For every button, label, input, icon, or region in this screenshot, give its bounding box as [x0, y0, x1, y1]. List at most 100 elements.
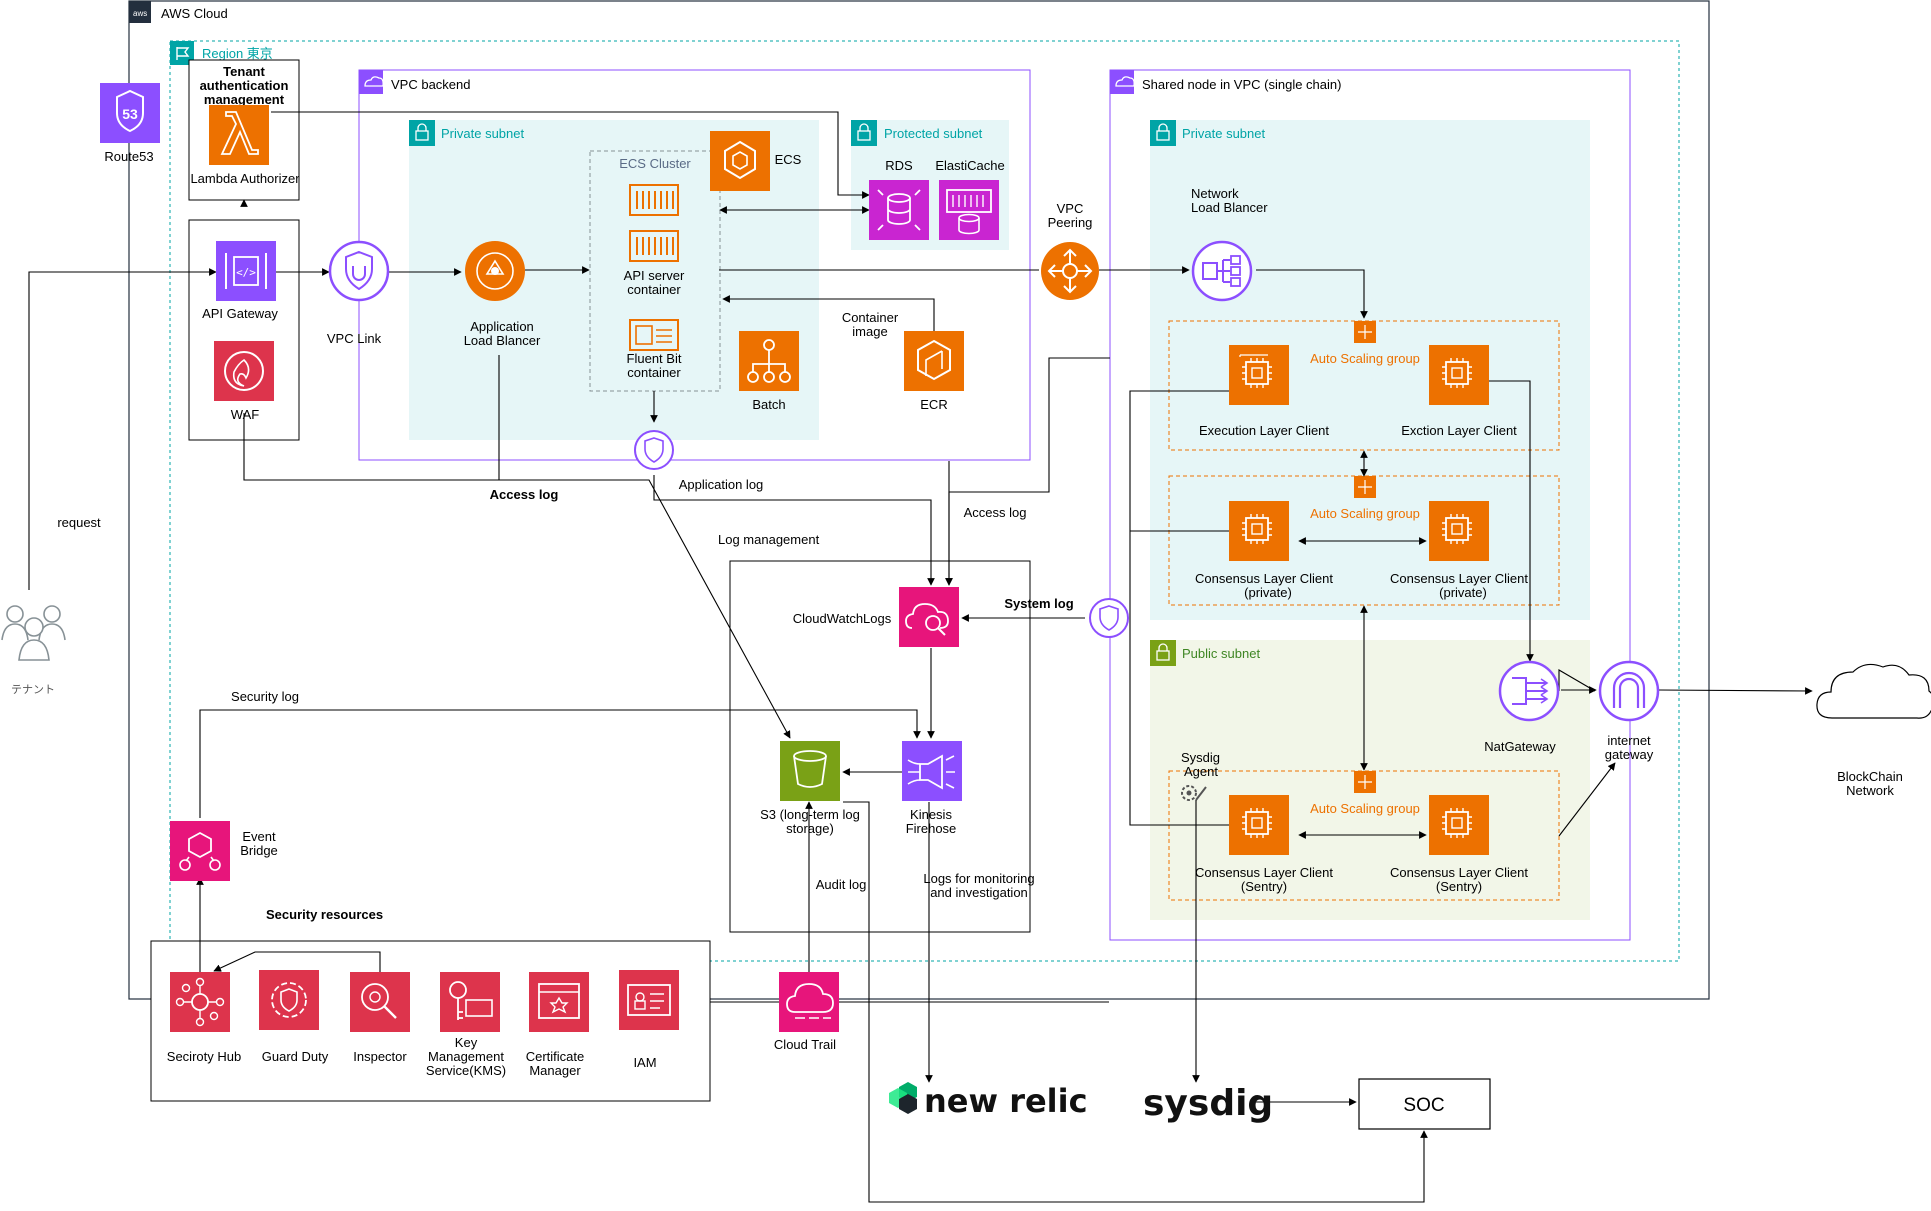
iam-icon — [619, 970, 679, 1030]
svg-text:53: 53 — [122, 106, 138, 122]
ecs-icon — [710, 131, 770, 191]
ecs-cluster-group: ECS Cluster — [589, 150, 721, 392]
edge-s3-soc — [843, 801, 1428, 1203]
ec2-instance-icon — [1229, 795, 1289, 855]
system-log-label: System log — [1004, 596, 1073, 611]
request-label: request — [57, 515, 101, 530]
nat-gateway-icon — [1498, 660, 1560, 722]
ec2-instance-icon — [1229, 345, 1289, 405]
asg-3: Auto Scaling group — [1168, 770, 1560, 901]
security-hub-icon — [170, 972, 230, 1032]
kms-key-icon — [440, 972, 500, 1032]
nlb-line1: Network — [1191, 186, 1239, 201]
iam-label: IAM — [633, 1055, 656, 1070]
internet-gateway-line2: gateway — [1605, 747, 1654, 762]
vpc-link-label: VPC Link — [327, 331, 382, 346]
api-gateway-icon: </> — [216, 241, 276, 301]
security-hub-label: Seciroty Hub — [167, 1049, 241, 1064]
cloudwatch-logs-label: CloudWatchLogs — [793, 611, 892, 626]
lambda-icon — [209, 105, 269, 165]
soc-box: SOC — [1358, 1078, 1491, 1130]
svg-text:</>: </> — [236, 266, 256, 279]
soc-label: SOC — [1403, 1095, 1444, 1116]
nat-gateway-label: NatGateway — [1484, 739, 1556, 754]
ec2-instance-icon — [1429, 501, 1489, 561]
kms-line3: Service(KMS) — [426, 1063, 506, 1078]
ec2-instance-icon — [1429, 795, 1489, 855]
inspector-icon — [350, 972, 410, 1032]
logs-monitoring-line1: Logs for monitoring — [923, 871, 1034, 886]
public-subnet-label: Public subnet — [1182, 646, 1260, 661]
consensus-private-1-line1: Consensus Layer Client — [1195, 571, 1333, 586]
kinesis-firehose-line1: Kinesis — [910, 807, 952, 822]
blockchain-line1: BlockChain — [1837, 769, 1903, 784]
rds-icon — [869, 180, 929, 240]
edge-natgw-in — [1558, 669, 1596, 692]
sysdig-logo: sysdig — [1143, 1083, 1273, 1124]
container-image-line1: Container — [842, 310, 899, 325]
ec2-instance-icon — [1229, 501, 1289, 561]
edge-lambda-rds — [271, 111, 870, 199]
fluent-bit-icon — [629, 319, 679, 351]
security-log-label: Security log — [231, 689, 299, 704]
nlb-line2: Load Blancer — [1191, 200, 1268, 215]
cloud-icon — [1816, 663, 1931, 719]
shared-vpc-label: Shared node in VPC (single chain) — [1142, 77, 1341, 92]
fluent-bit-line2: container — [627, 365, 681, 380]
elasticache-label: ElastiCache — [935, 158, 1004, 173]
vpc-peering-line2: Peering — [1048, 215, 1093, 230]
security-resources-label: Security resources — [266, 907, 383, 922]
edge-application-log — [653, 475, 935, 586]
new-relic-logo: new relic — [889, 1082, 1088, 1120]
api-server-line2: container — [627, 282, 681, 297]
ecr-icon — [904, 331, 964, 391]
certificate-manager-line1: Certificate — [526, 1049, 585, 1064]
event-bridge-icon — [170, 821, 230, 881]
consensus-sentry-2-line2: (Sentry) — [1436, 879, 1482, 894]
waf-icon — [214, 341, 274, 401]
elasticache-icon — [939, 180, 999, 240]
internet-gateway-icon — [1598, 660, 1660, 722]
cloudwatch-logs-icon — [899, 587, 959, 647]
vpc-backend-label: VPC backend — [391, 77, 471, 92]
vpc-peering-icon — [1041, 242, 1099, 300]
lambda-authorizer-label: Lambda Authorizer — [190, 171, 300, 186]
event-bridge-line1: Event — [242, 829, 276, 844]
certificate-manager-icon — [529, 972, 589, 1032]
connectors — [28, 111, 1813, 1203]
consensus-sentry-1-line2: (Sentry) — [1241, 879, 1287, 894]
blockchain-line2: Network — [1846, 783, 1894, 798]
svg-text:aws: aws — [133, 9, 147, 18]
ecs-label: ECS — [775, 152, 802, 167]
private-subnet-backend-label: Private subnet — [441, 126, 524, 141]
asg-2: Auto Scaling group — [1168, 475, 1560, 606]
edge-exec-bus — [1129, 390, 1229, 826]
edge-shared-access-log — [945, 357, 1110, 586]
security-resources-group: Security resources — [150, 907, 711, 1102]
kinesis-firehose-line2: Firehose — [906, 821, 957, 836]
consensus-sentry-2-line1: Consensus Layer Client — [1390, 865, 1528, 880]
ecs-cluster-label: ECS Cluster — [619, 156, 691, 171]
private-subnet-shared: Private subnet — [1150, 120, 1590, 620]
route53-icon: 53 — [100, 83, 160, 143]
edge-request — [28, 268, 217, 590]
rds-label: RDS — [885, 158, 913, 173]
sysdig-agent-icon — [1181, 785, 1207, 801]
nlb-icon — [1191, 240, 1253, 302]
container-image-line2: image — [852, 324, 887, 339]
sysdig-agent-line1: Sysdig — [1181, 750, 1220, 765]
guard-duty-label: Guard Duty — [262, 1049, 329, 1064]
edge-asg3-igw — [1558, 762, 1616, 837]
cloud-trail-label: Cloud Trail — [774, 1037, 836, 1052]
kms-line1: Key — [455, 1035, 478, 1050]
region-label: Region 東京 — [202, 46, 273, 61]
s3-line1: S3 (long-term log — [760, 807, 860, 822]
edge-igw-blockchain — [1658, 687, 1813, 695]
cloud-trail-icon — [779, 972, 839, 1032]
guard-duty-icon — [259, 970, 319, 1030]
asg-1-label: Auto Scaling group — [1310, 351, 1420, 366]
users-icon — [1, 605, 66, 661]
execution-client-2-label: Exction Layer Client — [1401, 423, 1517, 438]
aws-cloud-group: aws AWS Cloud — [128, 0, 1710, 1000]
